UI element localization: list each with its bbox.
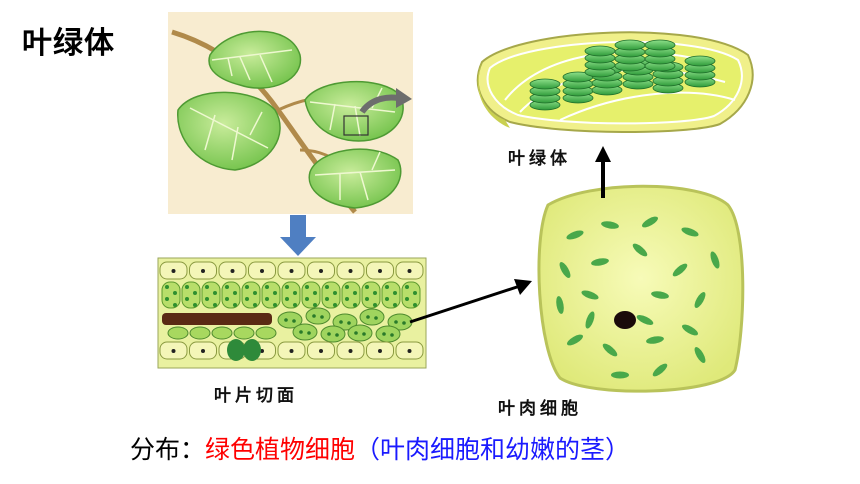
chloroplast-caption: 叶绿体 — [508, 149, 571, 169]
spongy-cell — [167, 326, 189, 340]
palisade-cell — [321, 281, 341, 309]
spongy-cell — [305, 307, 331, 325]
spongy-cell — [359, 308, 385, 326]
chloroplast — [601, 221, 619, 229]
chloroplast — [567, 334, 583, 346]
spongy-cell — [255, 326, 277, 340]
chloroplast-structure — [476, 31, 754, 134]
granum — [614, 39, 646, 72]
palisade-cell — [221, 281, 241, 309]
granum — [562, 71, 594, 104]
chloroplast — [694, 347, 706, 363]
chloroplast — [694, 292, 706, 308]
spongy-cell — [332, 313, 358, 331]
distribution-statement: 分布：绿色植物细胞（叶肉细胞和幼嫩的茎） — [130, 430, 630, 466]
spongy-cell — [233, 326, 255, 340]
chloroplast — [566, 230, 584, 240]
leaf-cross-section — [157, 257, 427, 369]
spongy-cell — [375, 325, 401, 343]
chloroplast — [646, 336, 664, 344]
mesophyll-cell-caption: 叶肉细胞 — [498, 399, 582, 419]
chloroplast — [672, 263, 688, 277]
chloroplast — [559, 262, 571, 278]
palisade-cell — [241, 281, 261, 309]
leaf-4 — [308, 148, 402, 209]
palisade-cell — [341, 281, 361, 309]
spongy-cell — [320, 325, 346, 343]
chloroplast — [652, 363, 668, 377]
spongy-cell — [277, 311, 303, 329]
chloroplast — [581, 290, 599, 300]
spongy-cell — [211, 326, 233, 340]
mesophyll-cell — [537, 184, 745, 393]
distribution-label: 分布： — [130, 435, 206, 464]
spongy-cell — [347, 324, 373, 342]
zoom-selection-box — [343, 115, 369, 136]
distribution-detail: （叶肉细胞和幼嫩的茎） — [355, 435, 631, 464]
chloroplast — [682, 324, 698, 336]
spongy-cell — [292, 323, 318, 341]
palisade-cell — [301, 281, 321, 309]
page-title: 叶绿体 — [22, 26, 115, 61]
up-arrow-icon — [595, 146, 611, 198]
granum — [684, 55, 716, 88]
leaf-vein — [162, 313, 272, 325]
guard-cells — [227, 339, 261, 361]
palisade-cell — [281, 281, 301, 309]
leaf-2 — [177, 91, 281, 171]
spongy-cell — [189, 326, 211, 340]
chloroplast — [642, 216, 658, 228]
granum — [644, 39, 676, 72]
chloroplast — [585, 311, 595, 329]
leaf-branch-image — [168, 12, 413, 214]
chloroplast — [651, 291, 669, 299]
chloroplast — [632, 243, 648, 257]
palisade-cell — [381, 281, 401, 309]
chloroplast — [556, 296, 564, 314]
curved-arrow-icon — [359, 94, 399, 114]
distribution-main: 绿色植物细胞 — [205, 435, 356, 464]
palisade-cell — [161, 281, 181, 309]
chloroplast — [602, 343, 618, 357]
down-arrow-icon — [280, 215, 316, 256]
chloroplast — [681, 227, 699, 237]
granum — [584, 45, 616, 78]
leaf-section-caption: 叶片切面 — [214, 386, 298, 406]
chloroplast — [710, 251, 720, 269]
palisade-cell — [401, 281, 421, 309]
nucleus — [614, 311, 636, 329]
chloroplast — [611, 371, 629, 379]
palisade-cell — [361, 281, 381, 309]
granum — [529, 78, 561, 111]
leaf-1 — [208, 30, 302, 89]
arrow-to-cell-icon — [409, 279, 532, 324]
palisade-cell — [261, 281, 281, 309]
palisade-cell — [201, 281, 221, 309]
palisade-cell — [181, 281, 201, 309]
chloroplast — [636, 315, 654, 325]
chloroplast — [591, 258, 609, 266]
